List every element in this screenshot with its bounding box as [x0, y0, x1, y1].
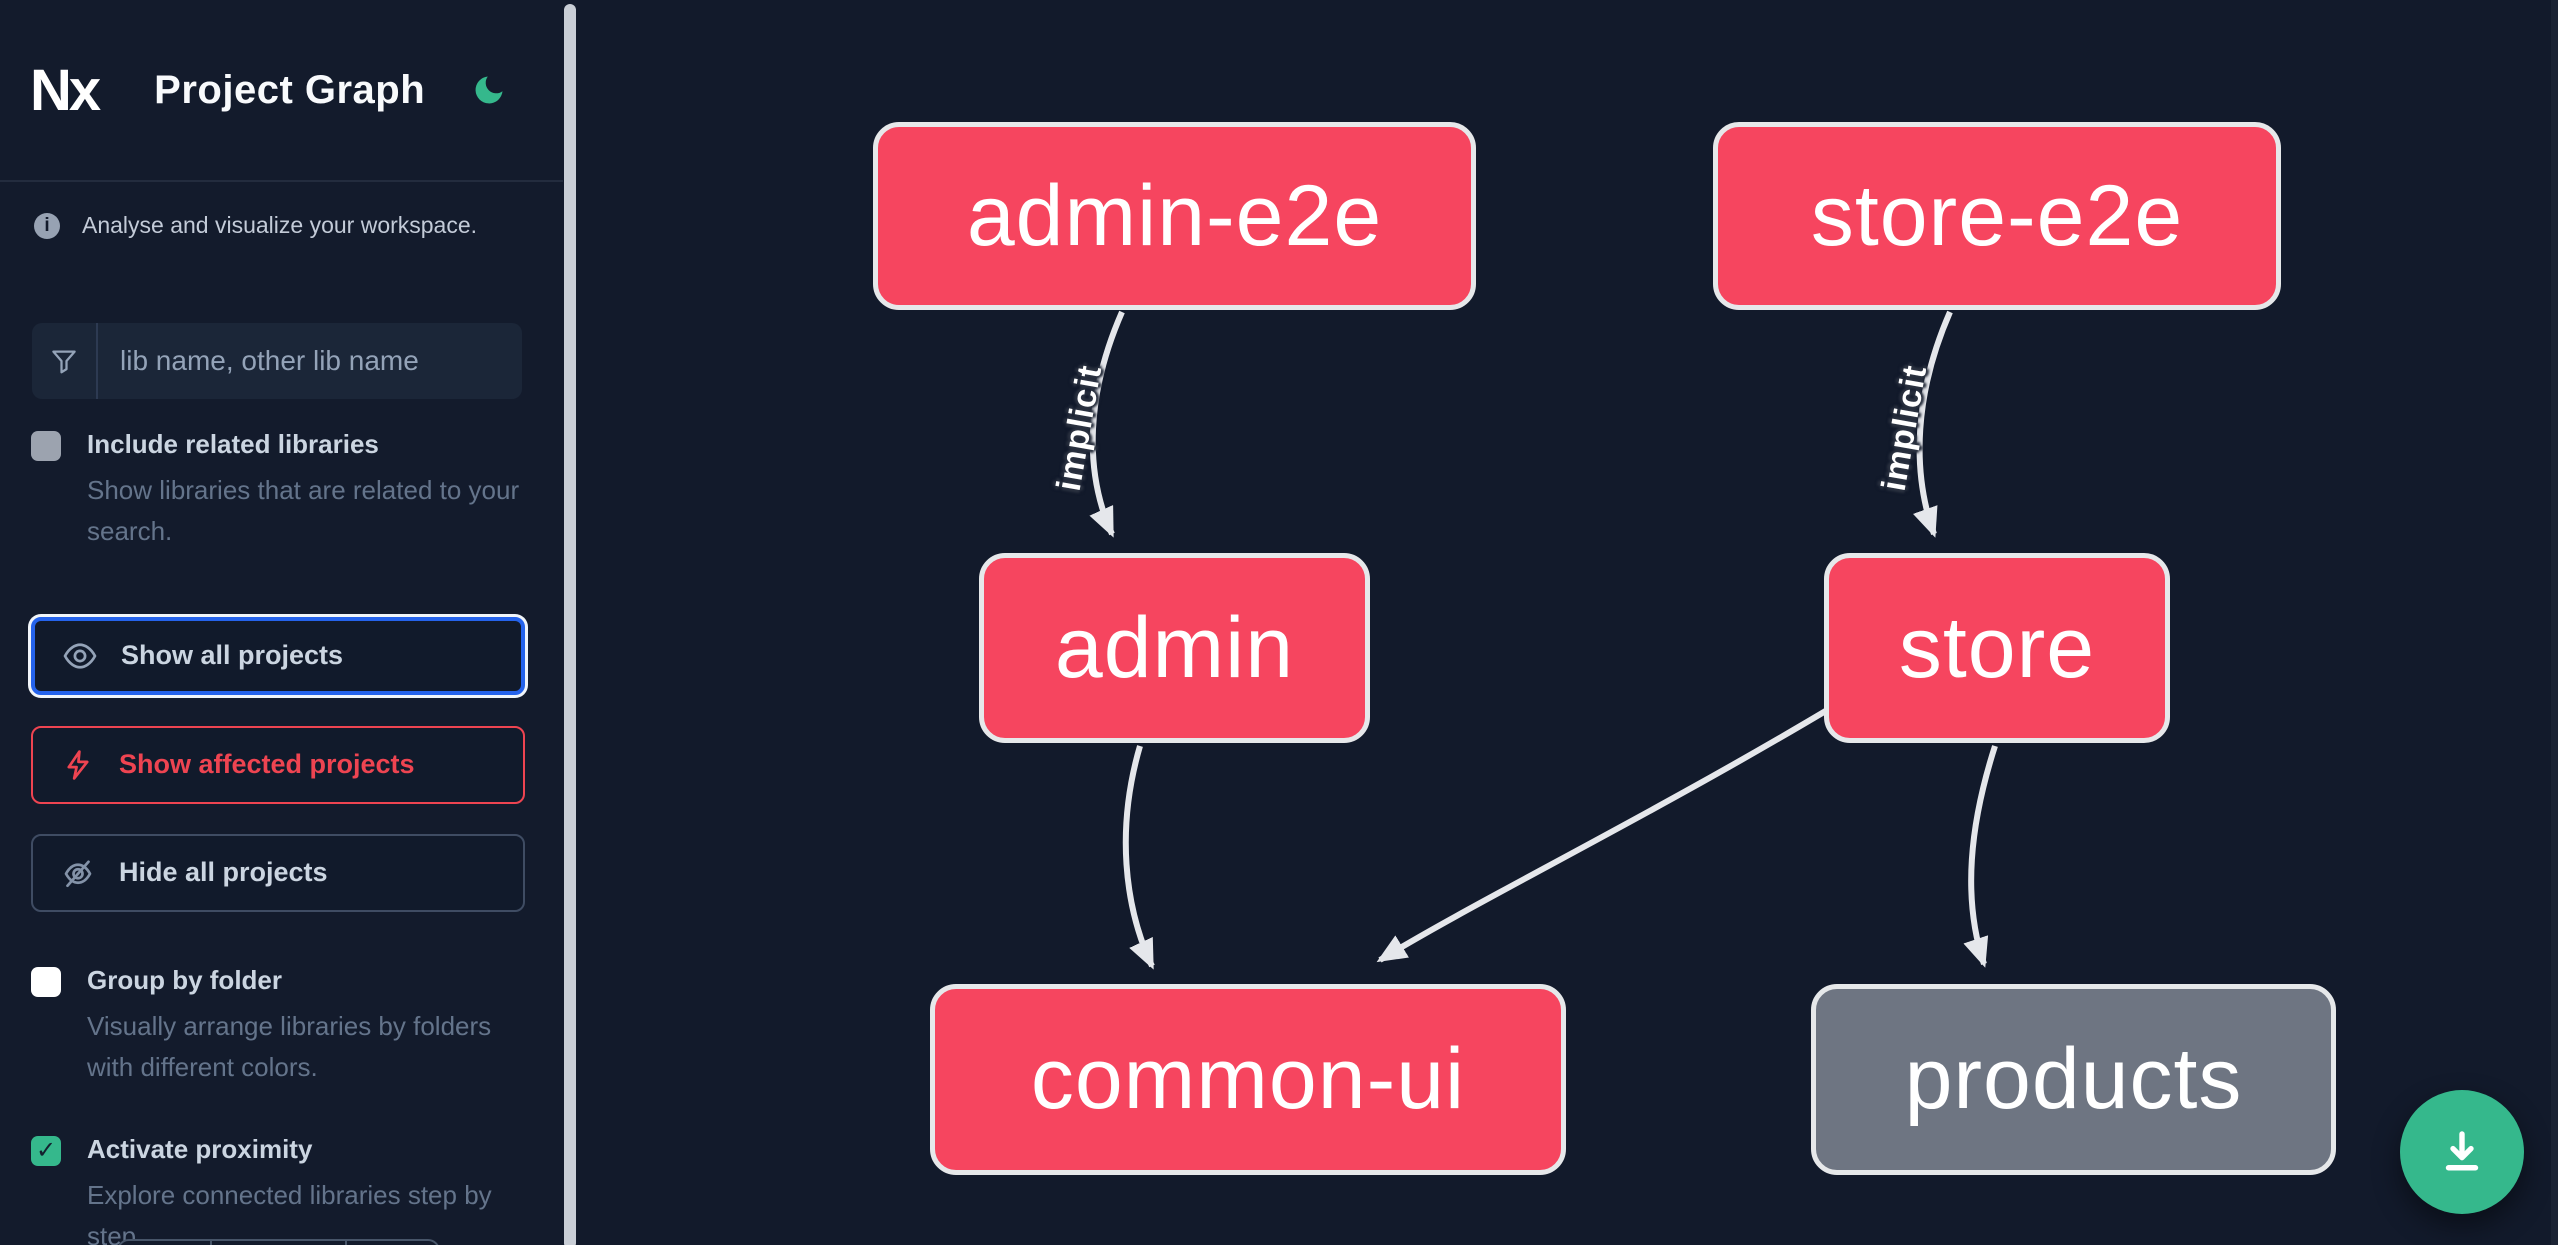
filter-funnel-icon	[32, 323, 98, 399]
show-all-projects-button[interactable]: Show all projects	[31, 616, 525, 695]
project-actions: Show all projects Show affected projects	[31, 616, 525, 912]
depth-value-segment[interactable]	[210, 1241, 347, 1245]
sidebar-scrollbar-thumb[interactable]	[564, 4, 576, 1245]
option-description: Show libraries that are related to your …	[87, 474, 520, 547]
hide-all-projects-button[interactable]: Hide all projects	[31, 833, 525, 912]
node-admin[interactable]: admin	[979, 553, 1370, 743]
option-activate-proximity: ✓ Activate proximity Explore connected l…	[31, 1133, 533, 1245]
option-group-by-folder: Group by folder Visually arrange librari…	[31, 964, 533, 1089]
activate-proximity-checkbox[interactable]: ✓	[31, 1135, 61, 1166]
depth-increment-segment[interactable]	[347, 1241, 438, 1245]
node-store[interactable]: store	[1824, 553, 2170, 743]
button-label: Show all projects	[121, 640, 344, 671]
edge-store-e2e-store	[1912, 310, 1953, 538]
sidebar-scrollbar	[563, 0, 577, 1245]
node-common-ui[interactable]: common-ui	[930, 984, 1566, 1175]
filter-input[interactable]	[98, 323, 522, 399]
node-label: common-ui	[1030, 1031, 1466, 1127]
project-filter	[32, 323, 522, 399]
download-graph-button[interactable]	[2400, 1090, 2524, 1214]
edge-admin-e2e-admin	[1089, 310, 1125, 538]
node-store-e2e[interactable]: store-e2e	[1713, 122, 2281, 310]
intro-text: Analyse and visualize your workspace.	[82, 212, 478, 238]
workspace-intro: i Analyse and visualize your workspace.	[34, 212, 533, 239]
canvas-right-scroll-track	[2551, 0, 2558, 1245]
node-products[interactable]: products	[1811, 984, 2336, 1175]
button-label: Hide all projects	[119, 857, 328, 888]
node-label: store	[1898, 599, 2096, 696]
node-label: admin-e2e	[966, 167, 1383, 264]
page-title: Project Graph	[154, 67, 426, 112]
button-label: Show affected projects	[119, 749, 415, 780]
nx-logo: Nx	[30, 57, 101, 124]
proximity-depth-control	[117, 1239, 440, 1245]
option-label[interactable]: Activate proximity	[87, 1133, 313, 1164]
edge-store-products	[1963, 745, 1998, 968]
checkmark-icon: ✓	[35, 1137, 57, 1165]
option-include-related: Include related libraries Show libraries…	[31, 428, 533, 553]
download-icon	[2435, 1125, 2489, 1179]
option-description: Visually arrange libraries by folders wi…	[87, 1010, 492, 1083]
sidebar-header: Nx Project Graph	[0, 0, 563, 182]
nx-logo-text: Nx	[30, 57, 101, 123]
node-label: products	[1904, 1031, 2243, 1127]
depth-decrement-segment[interactable]	[119, 1241, 210, 1245]
node-label: store-e2e	[1810, 167, 2184, 264]
eye-icon	[61, 637, 99, 675]
edge-admin-common-ui	[1122, 745, 1155, 970]
node-admin-e2e[interactable]: admin-e2e	[873, 122, 1476, 310]
eye-off-icon	[59, 854, 97, 892]
bolt-icon	[59, 746, 97, 784]
group-by-folder-checkbox[interactable]	[31, 966, 61, 997]
dark-mode-toggle[interactable]	[471, 72, 507, 108]
info-icon: i	[34, 212, 60, 239]
option-description: Explore connected libraries step by step…	[87, 1179, 492, 1245]
show-affected-projects-button[interactable]: Show affected projects	[31, 725, 525, 804]
node-label: admin	[1054, 599, 1295, 696]
option-label[interactable]: Group by folder	[87, 964, 282, 995]
sidebar: Nx Project Graph i Analyse and visualize…	[0, 0, 563, 1245]
option-label[interactable]: Include related libraries	[87, 429, 379, 459]
include-related-checkbox[interactable]	[31, 431, 61, 461]
moon-icon	[471, 76, 507, 111]
edge-store-common-ui	[1376, 703, 1836, 963]
